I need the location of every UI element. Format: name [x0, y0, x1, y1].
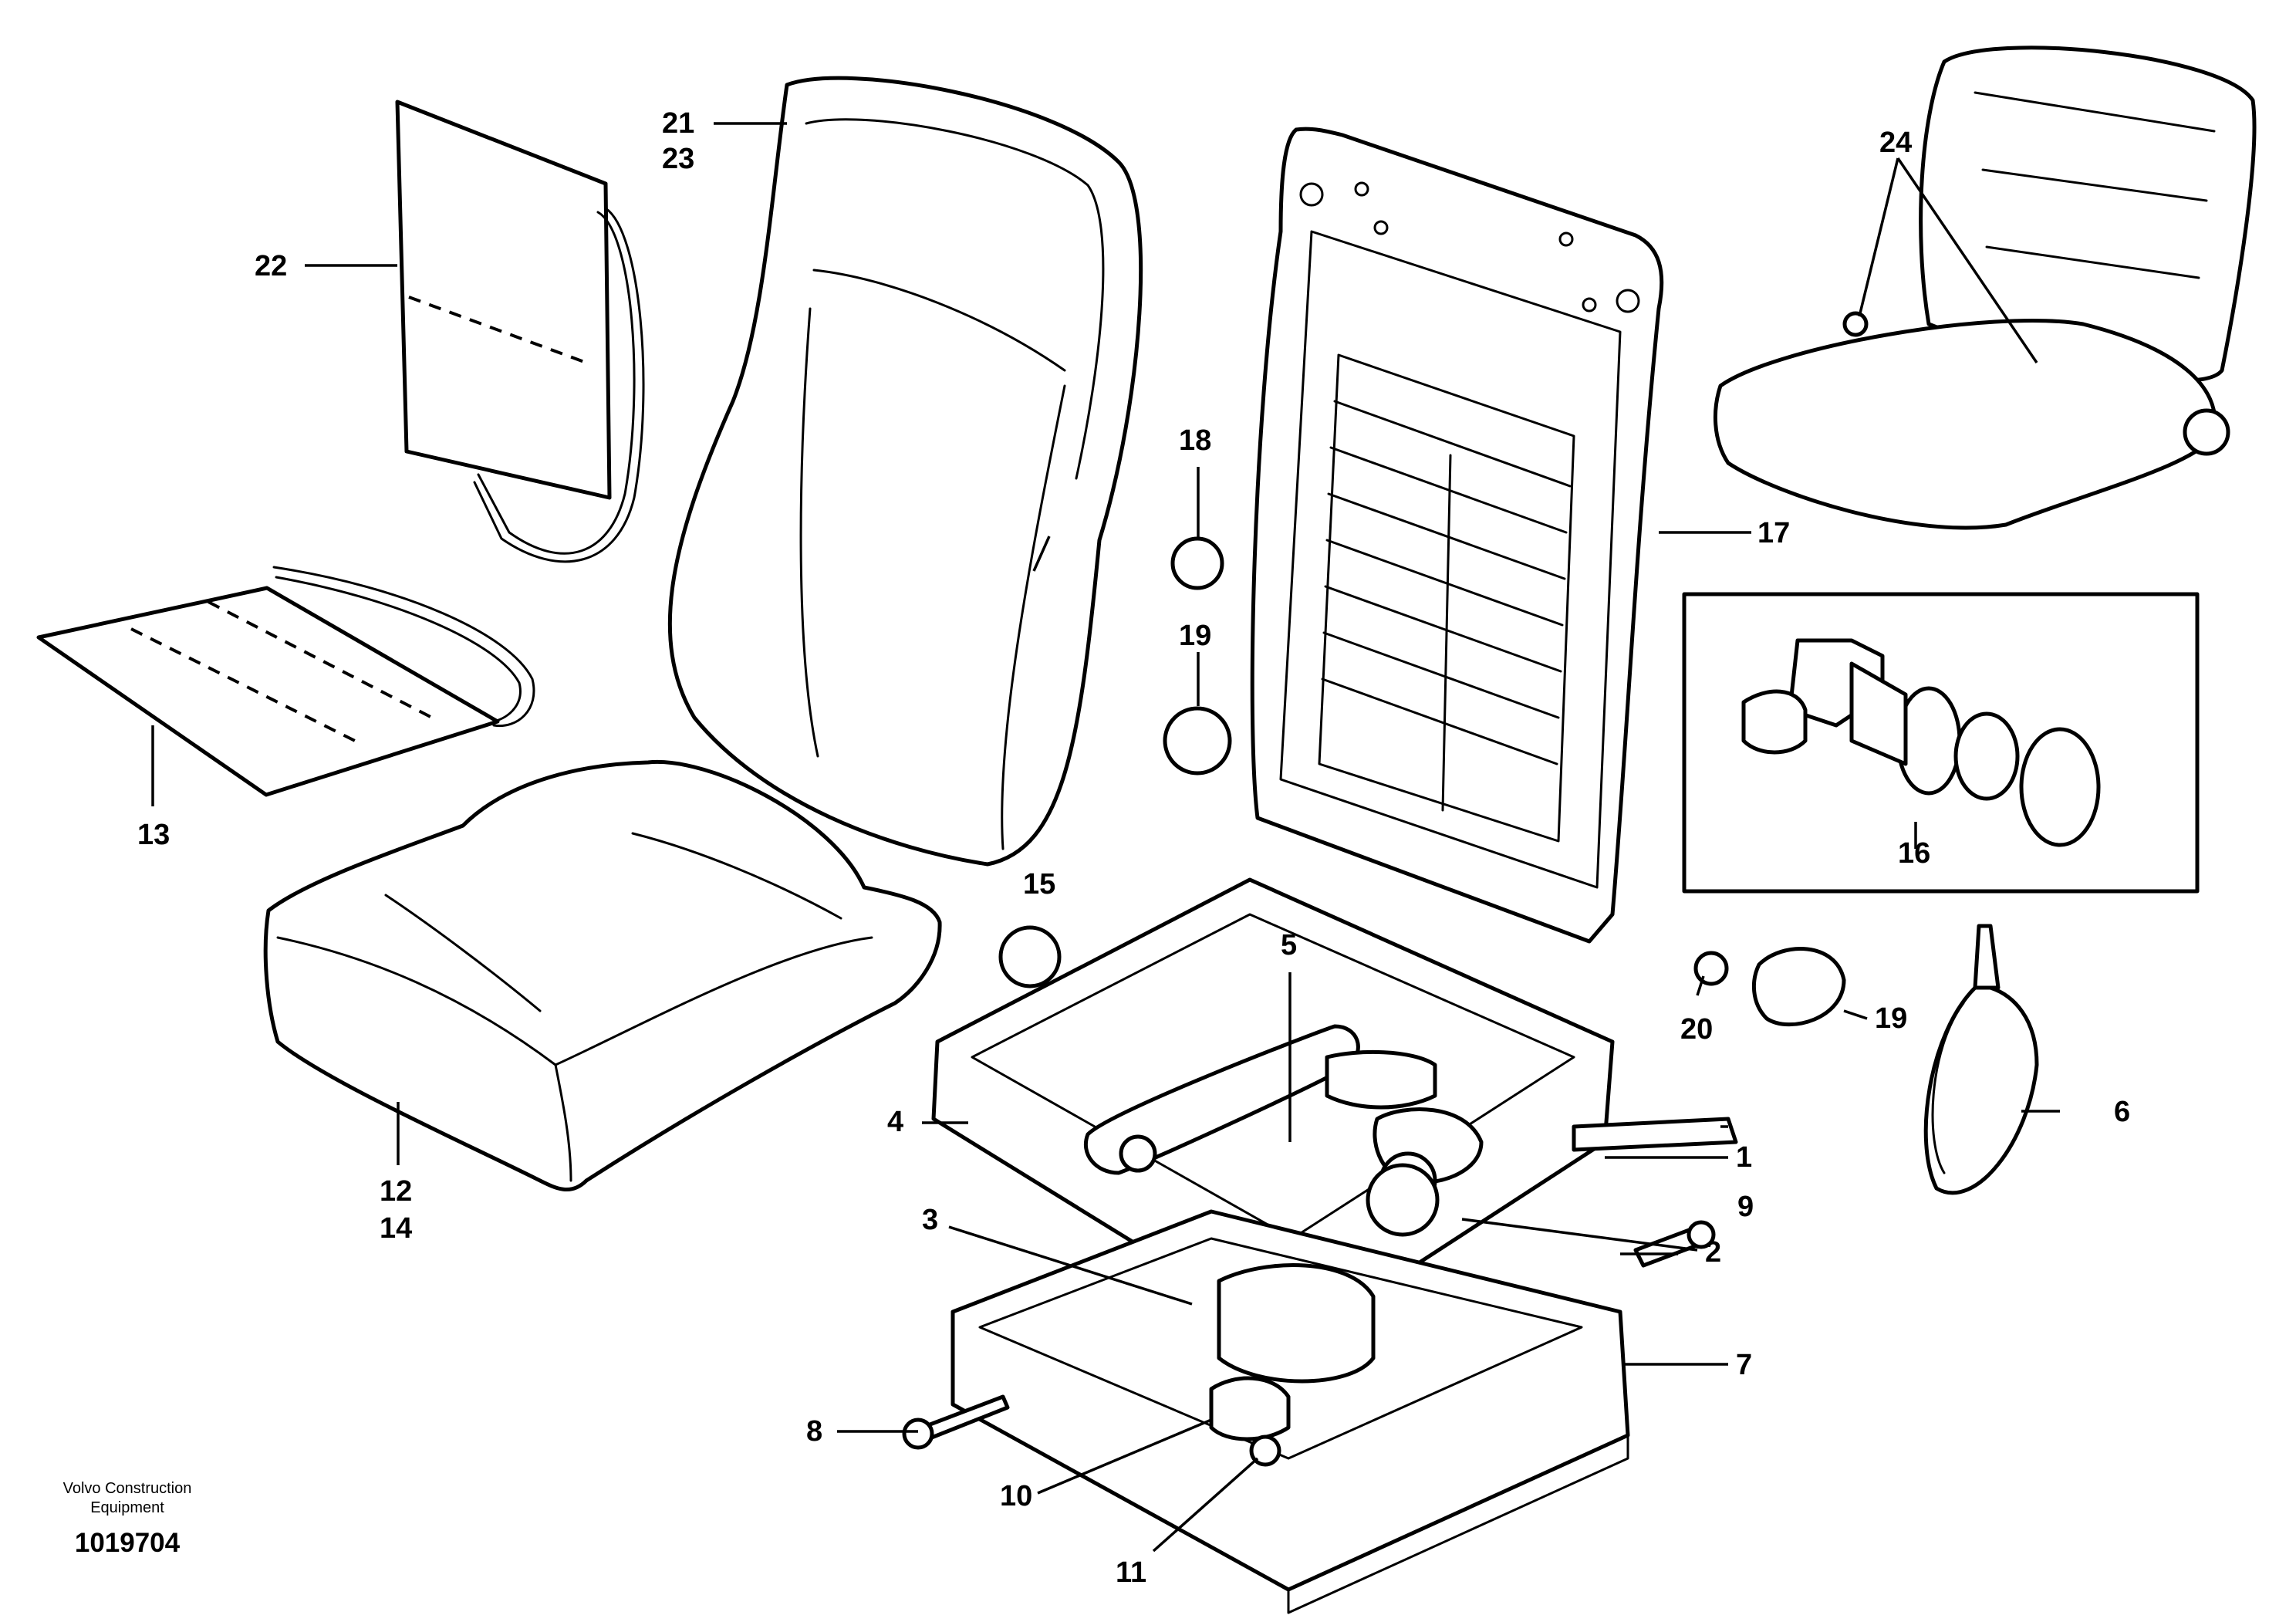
brand-name-line1: Volvo Construction [62, 1480, 192, 1497]
label-6: 6 [2114, 1096, 2130, 1128]
part-labels: 22 21 23 13 12 14 15 18 19 17 24 16 5 4 … [137, 107, 2130, 1589]
detail-inset-box [1682, 592, 2200, 894]
seat-suspension-base [931, 877, 1630, 1614]
label-4: 4 [887, 1106, 903, 1138]
label-16: 16 [1898, 837, 1930, 870]
label-8: 8 [806, 1415, 822, 1448]
label-15: 15 [1023, 868, 1055, 901]
cable-tie [1923, 924, 2039, 1195]
label-3: 3 [922, 1204, 938, 1236]
backrest-frame [1250, 127, 1664, 944]
label-19: 19 [1179, 620, 1211, 652]
label-13: 13 [137, 819, 170, 851]
assembled-seat-thumbnail [1714, 46, 2257, 530]
label-20: 20 [1680, 1013, 1713, 1046]
label-11: 11 [1116, 1556, 1146, 1589]
label-19-b: 19 [1875, 1002, 1907, 1035]
label-2: 2 [1705, 1236, 1721, 1269]
label-17: 17 [1757, 517, 1790, 549]
backrest-cushion [667, 76, 1143, 867]
back-heating-pad [395, 100, 645, 563]
label-1: 1 [1736, 1141, 1752, 1174]
label-24: 24 [1879, 127, 1912, 159]
label-9: 9 [1737, 1191, 1754, 1223]
label-7: 7 [1736, 1349, 1752, 1381]
label-22: 22 [255, 250, 287, 282]
seat-heating-pad [36, 566, 535, 797]
brand-name-line2: Equipment [90, 1499, 164, 1516]
pin [902, 1394, 1010, 1450]
air-valve [1209, 1376, 1291, 1467]
figure-number: 1019704 [74, 1528, 181, 1558]
label-23: 23 [662, 143, 694, 175]
label-18: 18 [1179, 424, 1211, 457]
label-5: 5 [1281, 929, 1297, 961]
label-14: 14 [380, 1212, 412, 1245]
leader-lines [151, 122, 2060, 1553]
label-10: 10 [1000, 1480, 1032, 1512]
knobs [998, 536, 1846, 1237]
label-21: 21 [662, 107, 694, 140]
label-12: 12 [380, 1175, 412, 1208]
seat-cushion [263, 759, 942, 1192]
